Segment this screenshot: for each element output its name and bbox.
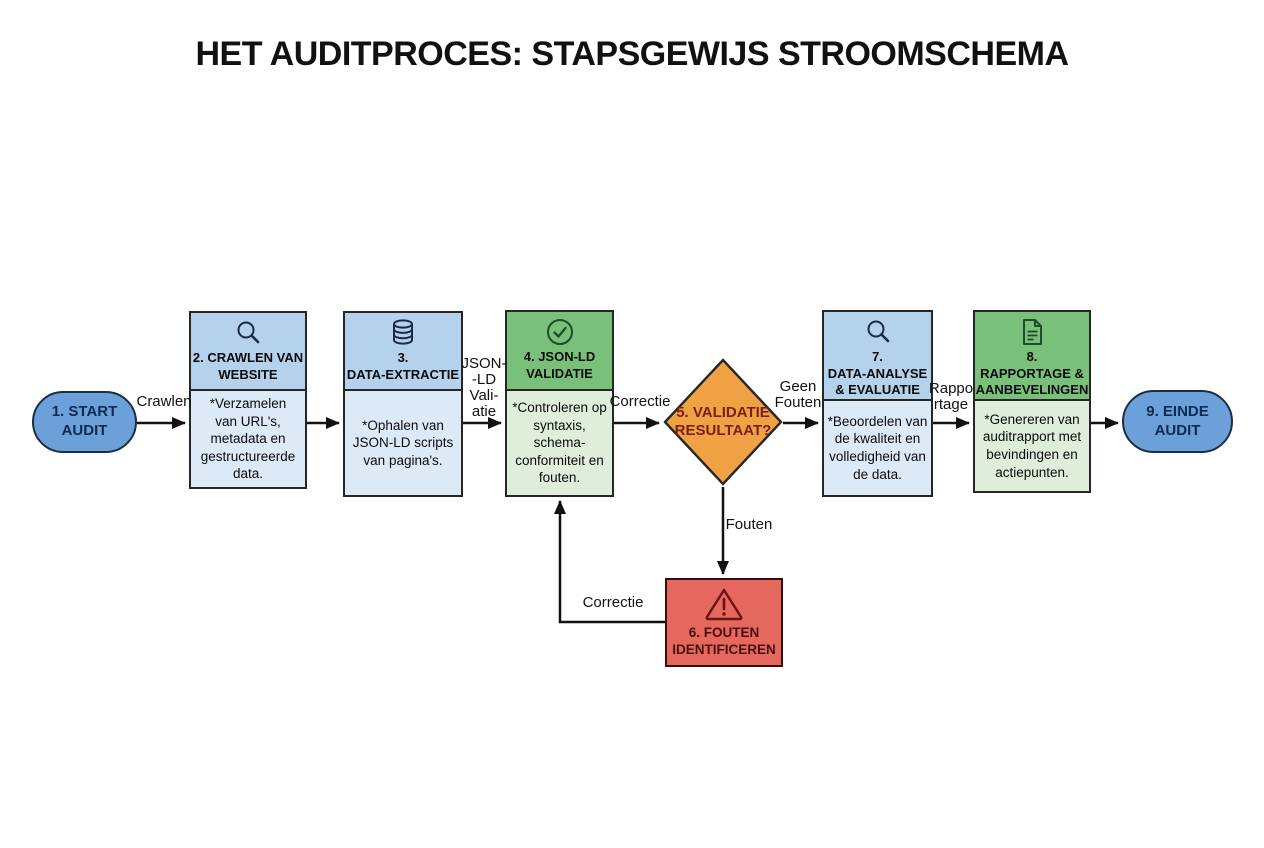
node-rapportage-aanbevelingen: 8. RAPPORTAGE & AANBEVELINGEN *Genereren… xyxy=(973,310,1091,493)
magnifier-icon xyxy=(867,320,889,343)
step-description: *Genereren van auditrapport met bevindin… xyxy=(975,401,1089,491)
node-data-extractie: 3. DATA-EXTRACTIE *Ophalen van JSON-LD s… xyxy=(343,311,463,497)
node-start-audit-label: 1. START AUDIT xyxy=(51,403,118,439)
edge-label-crawlen: Crawlen xyxy=(136,393,192,410)
step-description: *Beoordelen van de kwaliteit en volledig… xyxy=(824,401,931,495)
magnifier-icon xyxy=(237,321,260,344)
edge-label-rapportage: Rappo rtage xyxy=(928,380,974,414)
decision-validatie-resultaat: 5. VALIDATIE RESULTAAT? xyxy=(663,358,783,486)
step-header: 8. RAPPORTAGE & AANBEVELINGEN xyxy=(975,312,1089,401)
node-crawlen-van-website: 2. CRAWLEN VAN WEBSITE *Verzamelen van U… xyxy=(189,311,307,489)
step-header: 7. DATA-ANALYSE & EVALUATIE xyxy=(824,312,931,401)
edge-label-jsonld-validatie: JSON- -LD Vali- atie xyxy=(461,355,507,421)
check-circle-icon xyxy=(546,319,573,345)
edge-label-geen-fouten: Geen Fouten xyxy=(774,378,822,412)
warning-icon xyxy=(705,588,743,621)
step-title: 4. JSON-LD VALIDATIE xyxy=(523,349,596,381)
node-einde-audit: 9. EINDE AUDIT xyxy=(1122,390,1233,453)
step-description: *Controleren op syntaxis, schema- confor… xyxy=(507,391,612,495)
step-title: 8. RAPPORTAGE & AANBEVELINGEN xyxy=(975,349,1089,398)
edge-label-fouten: Fouten xyxy=(725,516,773,533)
document-icon xyxy=(1023,319,1042,345)
step-header: 3. DATA-EXTRACTIE xyxy=(345,313,461,391)
diamond-shape xyxy=(663,358,783,486)
step-title: 3. DATA-EXTRACTIE xyxy=(346,350,460,382)
node-jsonld-validatie: 4. JSON-LD VALIDATIE *Controleren op syn… xyxy=(505,310,614,497)
node-data-analyse-evaluatie: 7. DATA-ANALYSE & EVALUATIE *Beoordelen … xyxy=(822,310,933,497)
decision-label: 5. VALIDATIE RESULTAAT? xyxy=(674,404,772,439)
step-header: 4. JSON-LD VALIDATIE xyxy=(507,312,612,391)
page-title: HET AUDITPROCES: STAPSGEWIJS STROOMSCHEM… xyxy=(195,35,1070,73)
node-fouten-label: 6. FOUTEN IDENTIFICEREN xyxy=(672,625,776,657)
node-fouten-identificeren: 6. FOUTEN IDENTIFICEREN xyxy=(665,578,783,667)
edge-label-correctie-terug: Correctie xyxy=(582,594,644,611)
node-einde-audit-label: 9. EINDE AUDIT xyxy=(1146,402,1209,439)
node-start-audit: 1. START AUDIT xyxy=(32,391,137,453)
step-description: *Verzamelen van URL's, metadata en gestr… xyxy=(191,391,305,487)
step-title: 2. CRAWLEN VAN WEBSITE xyxy=(192,350,304,382)
step-description: *Ophalen van JSON-LD scripts van pagina'… xyxy=(345,391,461,495)
step-title: 7. DATA-ANALYSE & EVALUATIE xyxy=(827,349,928,398)
step-header: 2. CRAWLEN VAN WEBSITE xyxy=(191,313,305,391)
edge-label-correctie-in: Correctie xyxy=(609,393,671,410)
database-icon xyxy=(393,319,413,345)
